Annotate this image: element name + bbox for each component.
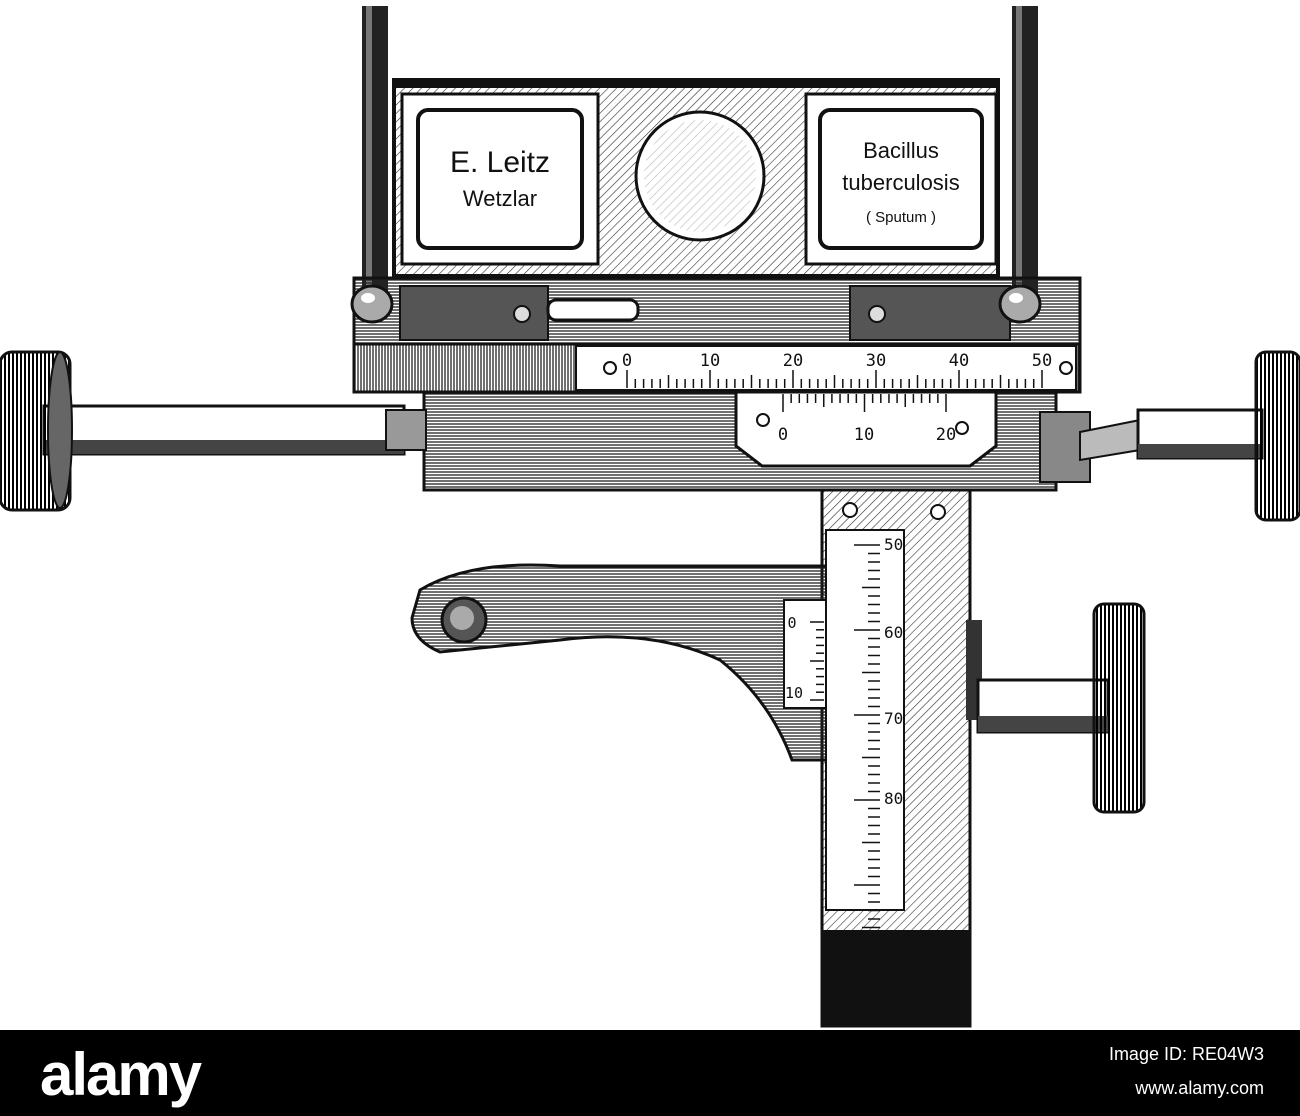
v-scale-label: 70: [884, 709, 903, 728]
slide-label-left: E. Leitz Wetzlar: [400, 92, 600, 266]
image-id-text: Image ID: RE04W3: [1108, 1044, 1264, 1064]
screw-icon: [955, 421, 969, 435]
vertical-scale: 50 60 70 80: [825, 529, 905, 929]
screw-icon: [868, 305, 886, 323]
h-scale-label: 0: [622, 351, 632, 371]
h-scale-label: 10: [700, 351, 720, 371]
slide-label-right-line1: Bacillus: [863, 138, 939, 163]
h-vernier-label: 20: [936, 425, 956, 445]
screw-icon: [756, 413, 770, 427]
h-scale-label: 50: [1032, 351, 1052, 371]
right-control-knob: [1039, 350, 1300, 522]
v-vernier-label: 10: [785, 684, 803, 702]
vernier-plate-horizontal: [734, 390, 998, 468]
horizontal-scale: 0 10 20 30 40 50: [352, 342, 1082, 394]
slide-label-right-line3: ( Sputum ): [866, 209, 936, 226]
slide-clip-rods: [362, 6, 1038, 306]
h-vernier-label: 10: [854, 425, 874, 445]
brand-url-text: www.alamy.com: [1135, 1078, 1264, 1098]
slide-label-right-line2: tuberculosis: [842, 170, 959, 195]
h-vernier-label: 0: [778, 425, 788, 445]
screw-icon: [513, 305, 531, 323]
brand-logo: alamy: [40, 1041, 202, 1108]
v-scale-label: 80: [884, 789, 903, 808]
screw-icon: [1059, 361, 1073, 375]
h-scale-label: 30: [866, 351, 886, 371]
slide-label-left-line1: E. Leitz: [450, 146, 550, 179]
left-control-knob: [0, 350, 427, 512]
vertical-vernier: 0 10: [783, 599, 827, 709]
v-vernier-label: 0: [787, 614, 796, 632]
screw-icon: [842, 502, 858, 518]
screw-icon: [603, 361, 617, 375]
slide-label-right: Bacillus tuberculosis ( Sputum ): [804, 92, 998, 266]
slide-label-left-line2: Wetzlar: [463, 186, 537, 211]
clamp-knobs: [350, 284, 1042, 324]
vertical-control-knob: [966, 602, 1146, 814]
stage-arm: [410, 563, 832, 762]
v-scale-label: 50: [884, 535, 903, 554]
clamp-bar: [352, 276, 1082, 346]
watermark-bar: alamy Image ID: RE04W3 www.alamy.com: [0, 1030, 1300, 1116]
v-scale-label: 60: [884, 623, 903, 642]
h-scale-label: 20: [783, 351, 803, 371]
h-scale-label: 40: [949, 351, 969, 371]
screw-icon: [930, 504, 946, 520]
mechanical-stage-illustration: E. Leitz Wetzlar Bacillus tuberculosis (…: [0, 6, 1300, 1028]
stage-carriage: 0 10 20: [422, 390, 1058, 492]
